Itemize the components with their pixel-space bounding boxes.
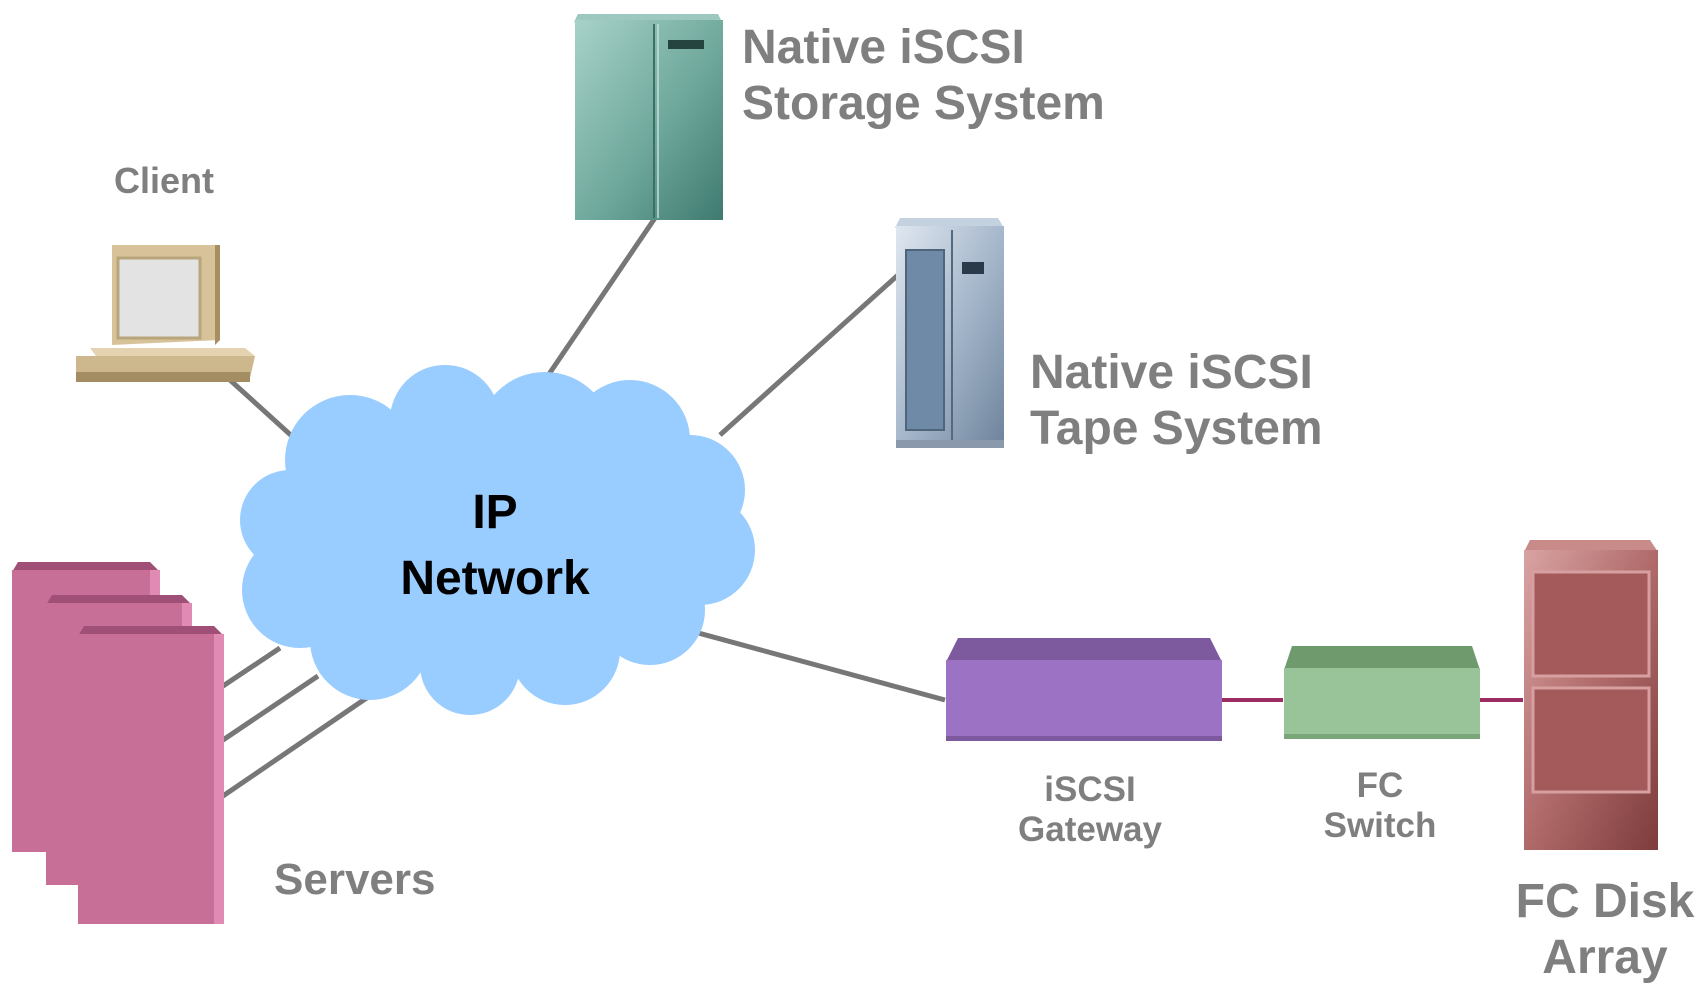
- tape-library-icon: [895, 218, 1004, 448]
- desktop-computer-icon: [76, 245, 255, 382]
- storage-cabinet-icon: [574, 14, 723, 220]
- iscsi-gateway-label: iSCSI Gateway: [1018, 770, 1162, 849]
- fc-switch-label: FC Switch: [1323, 766, 1437, 845]
- storage-system-label: Native iSCSI Storage System: [742, 21, 1105, 130]
- link-server-2: [218, 673, 320, 745]
- link-storage: [542, 216, 658, 382]
- link-tape: [718, 273, 900, 437]
- gateway-box-icon: [946, 638, 1222, 741]
- fc-disk-array-label: FC Disk Array: [1515, 875, 1695, 984]
- servers-label: Servers: [274, 855, 436, 904]
- link-server-3: [218, 694, 370, 801]
- disk-array-icon: [1524, 540, 1658, 850]
- tape-system-label: Native iSCSI Tape System: [1030, 346, 1323, 455]
- cloud-icon: [240, 365, 755, 715]
- client-label: Client: [114, 160, 215, 201]
- link-gateway: [679, 625, 946, 703]
- server-tower-icon: [12, 562, 224, 924]
- switch-box-icon: [1284, 646, 1480, 739]
- link-server-1: [218, 645, 282, 691]
- ip-network-label: IP Network: [400, 486, 590, 605]
- network-links: [218, 216, 946, 801]
